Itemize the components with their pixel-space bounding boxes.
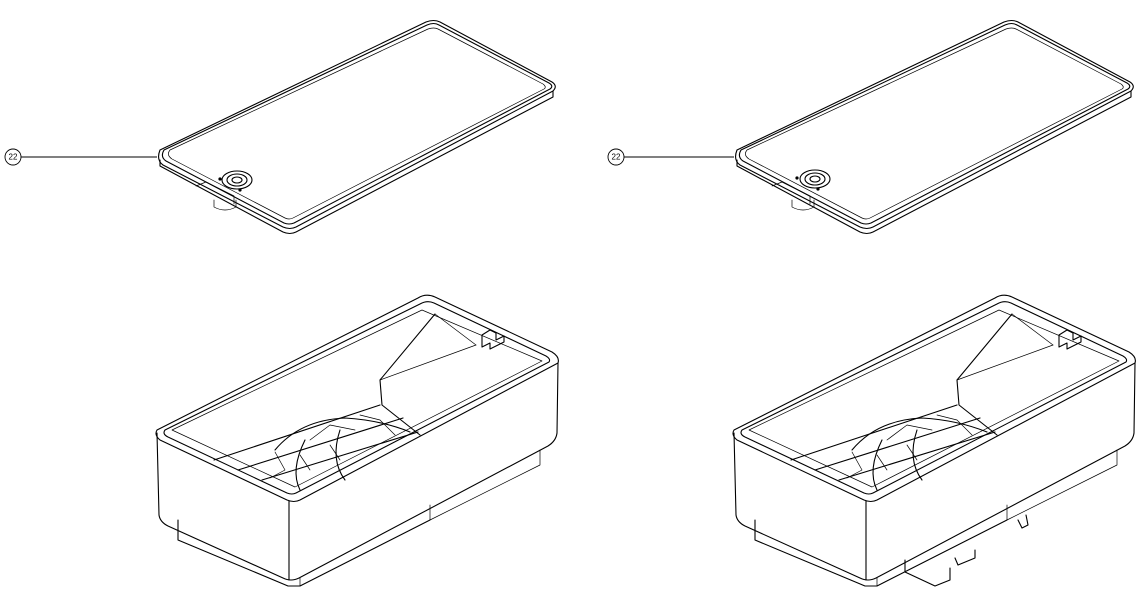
right-view: 22 — [607, 19, 1136, 587]
lid-button-left — [218, 170, 253, 192]
lid-button-right — [795, 169, 831, 191]
left-view: 22 — [4, 19, 559, 587]
callout-label: 22 — [9, 153, 18, 162]
lid-right — [734, 19, 1134, 235]
lid-left — [157, 19, 556, 235]
callout-22-right: 22 — [607, 148, 734, 166]
container-right — [732, 294, 1136, 587]
container-left — [155, 294, 559, 587]
callout-label: 22 — [612, 153, 621, 162]
callout-22-left: 22 — [4, 148, 157, 166]
